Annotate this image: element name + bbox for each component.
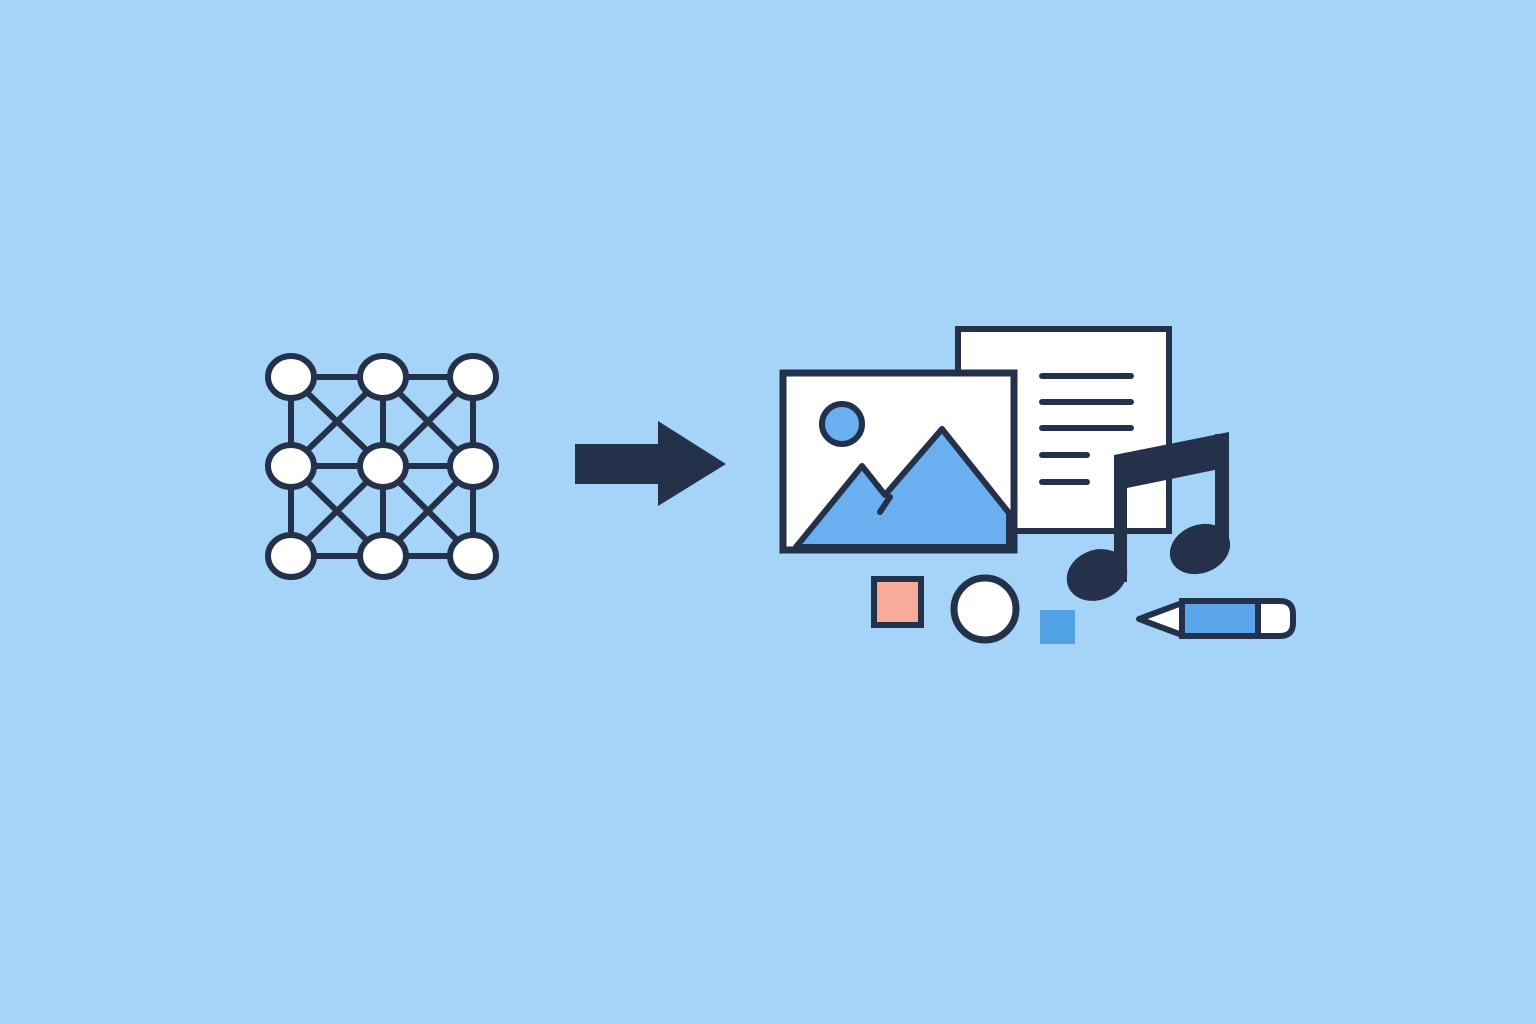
network-node bbox=[447, 532, 499, 580]
network-node bbox=[357, 353, 409, 401]
music-note-icon bbox=[1066, 432, 1231, 601]
sun-icon bbox=[819, 401, 865, 447]
pencil-body bbox=[1179, 598, 1261, 639]
network-node bbox=[265, 532, 317, 580]
image-icon bbox=[779, 369, 1018, 554]
arrow-shaft bbox=[575, 444, 665, 484]
network-node bbox=[265, 442, 317, 490]
small-blue-square-icon bbox=[1040, 610, 1075, 644]
circle-shape-icon bbox=[950, 574, 1020, 644]
mountain-gap bbox=[877, 494, 893, 515]
note-head bbox=[1169, 523, 1231, 575]
network-node bbox=[265, 353, 317, 401]
network-node bbox=[357, 532, 409, 580]
mountain-icon bbox=[793, 426, 1012, 550]
arrow-head bbox=[658, 421, 726, 506]
network-node bbox=[447, 353, 499, 401]
network-node bbox=[357, 442, 409, 490]
pencil-icon bbox=[1136, 598, 1296, 639]
note-head bbox=[1066, 549, 1128, 601]
network-node bbox=[447, 442, 499, 490]
square-shape-icon bbox=[871, 576, 924, 628]
pencil-eraser bbox=[1255, 598, 1296, 639]
right-arrow-icon bbox=[575, 421, 726, 506]
note-beam bbox=[1114, 432, 1229, 488]
neural-network-grid-icon bbox=[265, 353, 499, 580]
